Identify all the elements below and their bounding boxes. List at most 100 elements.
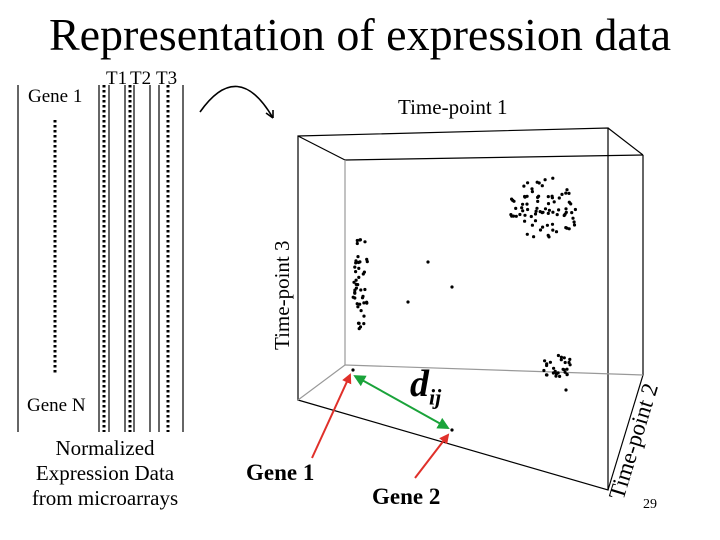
gene-point	[510, 197, 514, 201]
gene-point	[545, 363, 549, 368]
gene-point	[534, 209, 538, 213]
gene-point	[556, 353, 561, 358]
gene-point	[541, 225, 545, 229]
gene-point	[525, 232, 529, 236]
caption-line: Normalized	[55, 436, 155, 460]
gene-point	[564, 207, 568, 211]
gene-point	[564, 210, 568, 214]
cube-edge	[297, 135, 346, 161]
gene-point	[355, 238, 359, 243]
gene-point	[450, 428, 454, 432]
gene-point	[568, 357, 572, 361]
gene-point	[564, 388, 568, 392]
gene-point	[406, 300, 410, 304]
gene-point	[365, 301, 369, 305]
gene-point	[357, 327, 361, 331]
gene-point	[356, 305, 360, 309]
gene-point	[356, 283, 360, 287]
gene-point	[538, 228, 543, 232]
gene-point	[362, 322, 366, 326]
gene-point	[554, 374, 558, 378]
transition-arc	[199, 85, 274, 119]
column-label-t1: T1	[106, 68, 128, 89]
gene-point	[533, 219, 538, 223]
gene-point	[365, 257, 369, 261]
gene-point	[557, 208, 561, 212]
gene-point	[523, 194, 527, 199]
gene-point	[356, 255, 360, 259]
gene-point	[514, 206, 518, 210]
gene-point	[557, 196, 561, 200]
gene-point	[555, 213, 559, 217]
gene-point	[573, 207, 578, 212]
gene-point	[358, 302, 362, 306]
gene-point	[560, 192, 564, 196]
gene-point	[357, 321, 361, 325]
gene-point	[552, 366, 556, 370]
gene-point	[572, 220, 576, 224]
gene-point	[546, 233, 550, 237]
gene-point	[355, 302, 359, 306]
gene-point	[523, 213, 527, 217]
gene-point	[351, 368, 355, 372]
gene-point	[565, 372, 569, 376]
gene-point	[354, 278, 358, 282]
cube-hidden-edge	[344, 364, 644, 376]
gene-point	[546, 211, 550, 215]
gene-point	[558, 374, 562, 378]
matrix-caption: Normalized Expression Data from microarr…	[10, 436, 200, 511]
gene-point	[352, 280, 356, 284]
cube-edge	[344, 154, 644, 161]
gene-point	[351, 295, 355, 299]
gene-point	[556, 371, 560, 375]
gene-point	[564, 226, 568, 230]
gene-point	[353, 291, 357, 295]
gene-point	[552, 200, 556, 204]
gene2-pointer-arrow	[414, 433, 450, 479]
gene-point	[353, 288, 357, 292]
gene-point	[530, 223, 535, 227]
slide-title: Representation of expression data	[48, 9, 672, 60]
gene-point	[525, 194, 529, 198]
gene-point	[551, 228, 555, 232]
gene-point	[547, 208, 552, 212]
gene-point	[533, 212, 538, 216]
column-label-t3: T3	[156, 68, 178, 89]
gene-point	[554, 230, 559, 234]
gene-point	[358, 238, 362, 242]
gene-point	[530, 187, 534, 191]
axis-label-top: Time-point 1	[398, 95, 508, 119]
gene-point	[545, 223, 550, 227]
gene-point	[567, 200, 571, 204]
gene-point	[525, 202, 529, 206]
gene-point	[362, 270, 366, 274]
gene-point	[564, 191, 568, 195]
gene-point	[355, 241, 359, 246]
gene-point	[546, 195, 550, 199]
gene-point	[426, 260, 430, 264]
cube-hidden-edge	[297, 364, 346, 401]
gene-point	[563, 370, 567, 374]
gene-point	[550, 222, 555, 226]
gene-point	[568, 363, 572, 367]
distance-subscript: ij	[429, 384, 442, 410]
gene-point	[550, 194, 554, 198]
gene-point	[353, 265, 357, 269]
gene-point	[570, 211, 574, 215]
gene-point	[359, 288, 363, 292]
gene-point	[518, 212, 522, 217]
gene-point	[561, 367, 565, 371]
gene-point	[363, 240, 367, 244]
gene1-pointer-arrow	[311, 373, 352, 459]
gene-point	[358, 260, 362, 264]
cube-wireframe	[297, 127, 644, 491]
gene-point	[529, 214, 533, 219]
row-label-last: Gene N	[27, 395, 86, 416]
distance-arrow	[353, 375, 450, 429]
gene-point	[532, 235, 536, 239]
axis-label-left: Time-point 3	[270, 240, 294, 351]
gene-point	[522, 184, 526, 188]
gene-point	[567, 191, 571, 195]
gene-point	[563, 360, 567, 365]
